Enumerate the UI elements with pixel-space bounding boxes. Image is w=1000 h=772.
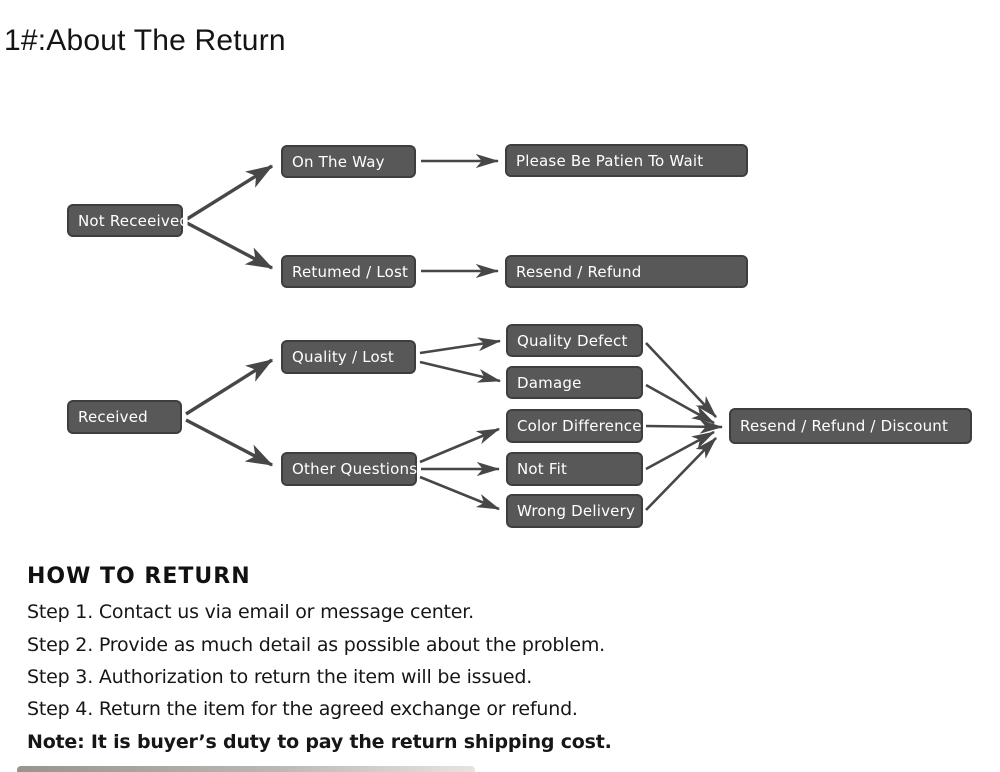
node-quality-lost: Quality / Lost (281, 340, 416, 374)
return-step-1: Step 1. Contact us via email or message … (27, 601, 474, 624)
arrow-qualitylost-qualitydefect (419, 337, 502, 355)
arrow-wrongdelivery-resend (645, 437, 717, 511)
how-to-return-heading: HOW TO RETURN (27, 564, 251, 589)
cutoff-next-section-bar (17, 766, 475, 772)
return-steps: Step 1. Contact us via email or message … (27, 596, 612, 758)
arrow-colordiff-resend (645, 419, 724, 434)
node-not-received: Not Receeived (67, 204, 189, 237)
node-returned-lost: Retumed / Lost (281, 255, 416, 288)
return-note: Note: It is buyer’s duty to pay the retu… (27, 730, 612, 753)
arrow-received-qualitylost (185, 358, 274, 416)
page-title: 1#:About The Return (4, 24, 286, 57)
node-on-the-way: On The Way (281, 145, 416, 178)
arrow-otherq-wrongdelivery (419, 475, 501, 511)
node-wrong-delivery: Wrong Delivery (506, 494, 643, 528)
arrow-otherq-colordiff (419, 427, 501, 464)
node-resend-refund: Resend / Refund (505, 255, 748, 288)
arrow-received-otherquestions (185, 418, 274, 467)
return-step-2: Step 2. Provide as much detail as possib… (27, 633, 605, 656)
arrow-qualitydefect-resend (645, 342, 717, 418)
node-please-be-patient: Please Be Patien To Wait (505, 144, 748, 177)
node-other-questions: Other Questions (281, 452, 417, 486)
arrow-notreceived-ontheway (186, 164, 274, 221)
node-color-difference: Color Difference (506, 409, 643, 443)
return-step-4: Step 4. Return the item for the agreed e… (27, 698, 578, 721)
node-damage: Damage (506, 366, 643, 399)
arrow-qualitylost-damage (419, 360, 502, 383)
arrow-damage-resend (645, 383, 716, 425)
node-quality-defect: Quality Defect (506, 324, 643, 357)
arrow-notfit-resend (645, 430, 716, 471)
arrow-notreceived-returned (186, 221, 274, 270)
node-resend-refund-discount: Resend / Refund / Discount (729, 408, 972, 444)
node-not-fit: Not Fit (506, 452, 643, 486)
return-step-3: Step 3. Authorization to return the item… (27, 665, 533, 688)
node-received: Received (67, 400, 182, 434)
